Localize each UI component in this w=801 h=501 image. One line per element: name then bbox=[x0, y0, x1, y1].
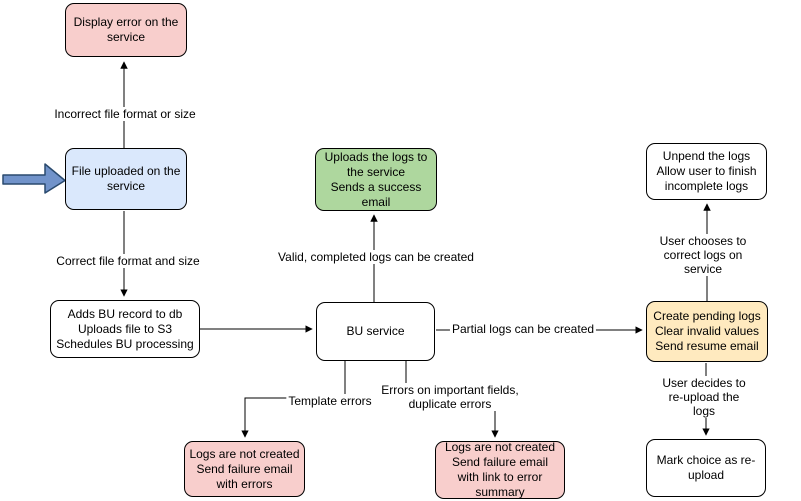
edge-label-user-corrects: User chooses to correct logs on service bbox=[654, 234, 752, 276]
node-create-pending: Create pending logs Clear invalid values… bbox=[646, 301, 768, 362]
node-display-error: Display error on the service bbox=[65, 3, 187, 57]
node-failure-template: Logs are not created Send failure email … bbox=[184, 441, 305, 497]
node-failure-fields: Logs are not created Send failure email … bbox=[435, 440, 565, 499]
node-adds-bu-record: Adds BU record to db Uploads file to S3 … bbox=[50, 300, 200, 358]
edge-label-partial-logs: Partial logs can be created bbox=[449, 322, 597, 336]
node-mark-reupload: Mark choice as re- upload bbox=[646, 439, 766, 497]
edge-label-correct-format: Correct file format and size bbox=[54, 254, 202, 268]
edge-label-user-reuploads: User decides to re-upload the logs bbox=[655, 376, 753, 418]
node-unpend-logs: Unpend the logs Allow user to finish inc… bbox=[646, 143, 767, 200]
edge-label-incorrect-format: Incorrect file format or size bbox=[52, 107, 198, 121]
edge-label-field-errors: Errors on important fields, duplicate er… bbox=[379, 383, 521, 411]
node-bu-service: BU service bbox=[316, 302, 435, 361]
node-upload-success: Uploads the logs to the service Sends a … bbox=[315, 148, 437, 211]
edge-label-valid-logs: Valid, completed logs can be created bbox=[276, 250, 476, 264]
entry-arrow-icon bbox=[2, 163, 66, 194]
edge-label-template-errors: Template errors bbox=[286, 394, 374, 408]
node-file-uploaded: File uploaded on the service bbox=[65, 148, 187, 210]
